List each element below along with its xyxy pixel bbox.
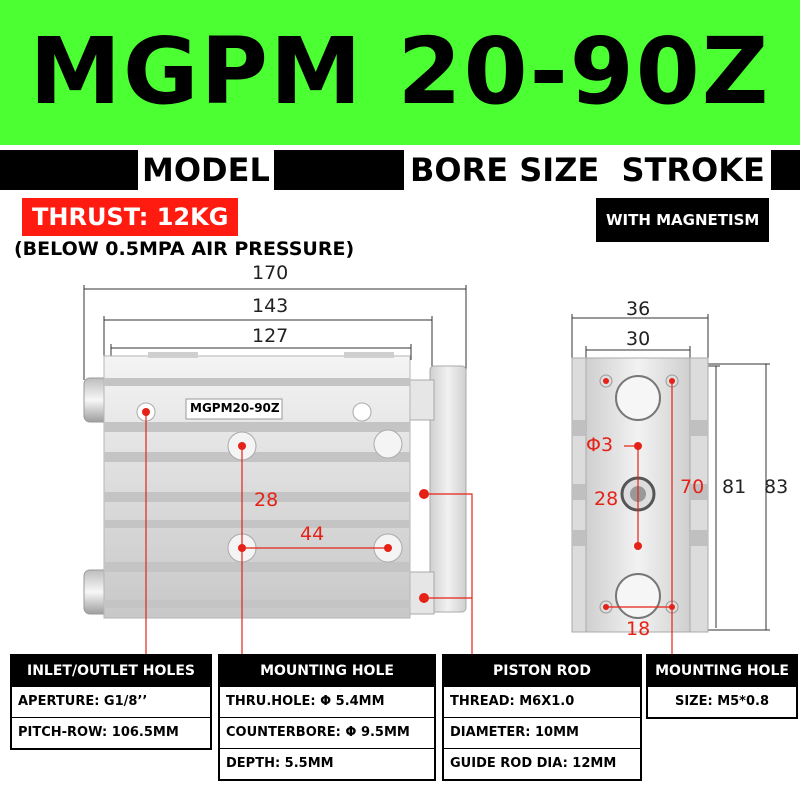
dim-overall: 170 xyxy=(252,262,289,284)
spec-row: DEPTH: 5.5MM xyxy=(220,748,434,779)
spec-row: GUIDE ROD DIA: 12MM xyxy=(444,748,640,779)
spec-row: APERTURE: G1/8’’ xyxy=(12,686,210,717)
spec-row: DIAMETER: 10MM xyxy=(444,717,640,748)
dim-end-inner-width: 30 xyxy=(626,328,651,350)
model-label: MODEL xyxy=(138,150,274,190)
spec-box-piston-rod: PISTON ROD THREAD: M6X1.0 DIAMETER: 10MM… xyxy=(442,654,642,781)
spec-box-mounting-hole: MOUNTING HOLE THRU.HOLE: Φ 5.4MM COUNTER… xyxy=(218,654,436,781)
dim-vertical-spacing: 28 xyxy=(254,489,279,511)
product-title: MGPM 20-90Z xyxy=(29,18,771,125)
spec-row: SIZE: M5*0.8 xyxy=(648,686,796,717)
spec-header: MOUNTING HOLE xyxy=(648,656,796,686)
pressure-note: (BELOW 0.5MPA AIR PRESSURE) xyxy=(14,238,355,260)
spec-header: INLET/OUTLET HOLES xyxy=(12,656,210,686)
spec-row: COUNTERBORE: Φ 9.5MM xyxy=(220,717,434,748)
title-banner xyxy=(0,0,800,145)
dim-height-70: 70 xyxy=(680,476,705,498)
dim-height-83: 83 xyxy=(764,476,789,498)
dim-bottom-spacing: 18 xyxy=(626,618,651,640)
spec-row: THREAD: M6X1.0 xyxy=(444,686,640,717)
dim-plate: 127 xyxy=(252,325,289,347)
spec-box-mounting-thread: MOUNTING HOLE SIZE: M5*0.8 xyxy=(646,654,798,719)
magnetism-badge: WITH MAGNETISM xyxy=(596,198,770,242)
dim-horizontal-spacing: 44 xyxy=(300,523,325,545)
thrust-badge: THRUST: 12KG xyxy=(22,198,239,236)
product-label-plate: MGPM20-90Z xyxy=(190,401,280,415)
dim-hole-diameter: Φ3 xyxy=(586,434,614,456)
dim-end-width: 36 xyxy=(626,298,651,320)
spec-row: PITCH-ROW: 106.5MM xyxy=(12,717,210,748)
bore-stroke-label: BORE SIZE STROKE xyxy=(404,150,771,190)
dim-height-81: 81 xyxy=(722,476,747,498)
spec-header: MOUNTING HOLE xyxy=(220,656,434,686)
spec-header: PISTON ROD xyxy=(444,656,640,686)
spec-row: THRU.HOLE: Φ 5.4MM xyxy=(220,686,434,717)
spec-box-inlet-outlet: INLET/OUTLET HOLES APERTURE: G1/8’’ PITC… xyxy=(10,654,212,750)
dim-body: 143 xyxy=(252,295,289,317)
dim-center-spacing: 28 xyxy=(594,488,619,510)
